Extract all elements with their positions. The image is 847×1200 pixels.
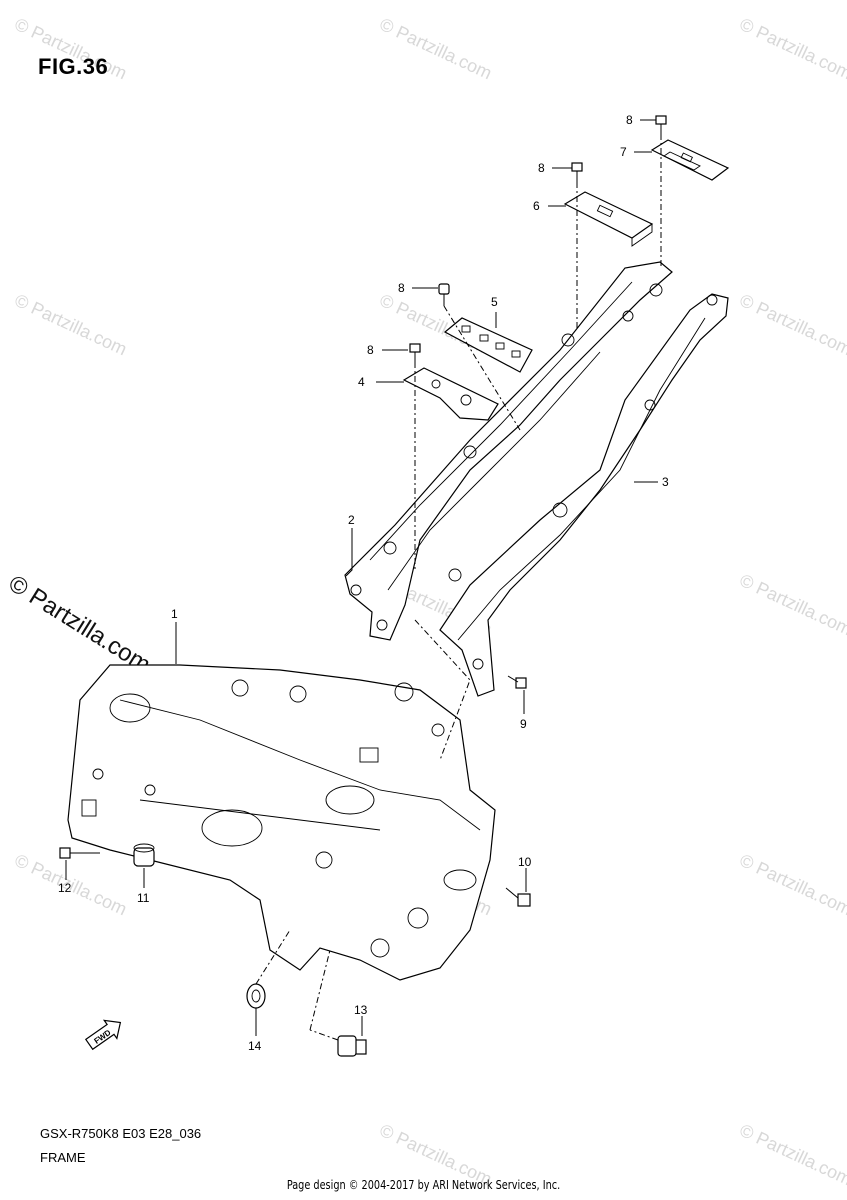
callout-8: 8	[626, 113, 633, 127]
callout-14: 14	[248, 1039, 262, 1053]
part-13-bolt[interactable]	[337, 1035, 367, 1057]
callout-8: 8	[367, 343, 374, 357]
section-name: FRAME	[40, 1150, 86, 1165]
callout-4: 4	[358, 375, 365, 389]
callout-6: 6	[533, 199, 540, 213]
callout-2: 2	[348, 513, 355, 527]
part-14-washer[interactable]	[246, 983, 266, 1009]
part-7-plate[interactable]	[650, 139, 730, 181]
part-6-plate[interactable]	[563, 191, 654, 247]
callout-12: 12	[58, 881, 72, 895]
part-2-seat-rail[interactable]	[344, 261, 673, 641]
model-code: GSX-R750K8 E03 E28_036	[40, 1126, 202, 1141]
part-8-bolt[interactable]	[655, 115, 667, 134]
callout-9: 9	[520, 717, 527, 731]
callout-11: 11	[137, 891, 150, 905]
part-8-bolt[interactable]	[409, 343, 421, 362]
part-11-collar[interactable]	[133, 843, 155, 867]
part-3-seat-rail[interactable]	[439, 293, 729, 697]
part-8-bolt[interactable]	[571, 162, 583, 182]
forward-arrow-icon: FWD	[84, 1019, 122, 1051]
part-8-bolt[interactable]	[438, 283, 450, 306]
callout-8: 8	[398, 281, 405, 295]
callout-1: 1	[171, 607, 178, 621]
part-9-bolt[interactable]	[507, 675, 527, 689]
figure-title: FIG.36	[38, 54, 109, 79]
part-1-main-frame[interactable]	[67, 664, 496, 981]
callout-8: 8	[538, 161, 545, 175]
callout-5: 5	[491, 295, 498, 309]
callout-13: 13	[354, 1003, 368, 1017]
part-4-bracket[interactable]	[402, 367, 499, 421]
part-10-bolt[interactable]	[505, 887, 531, 907]
part-12-bolt[interactable]	[59, 847, 100, 859]
part-5-plate[interactable]	[443, 317, 533, 373]
callout-10: 10	[518, 855, 532, 869]
callout-3: 3	[662, 475, 669, 489]
callout-7: 7	[620, 145, 627, 159]
footer-credit: Page design © 2004-2017 by ARI Network S…	[286, 1178, 561, 1192]
